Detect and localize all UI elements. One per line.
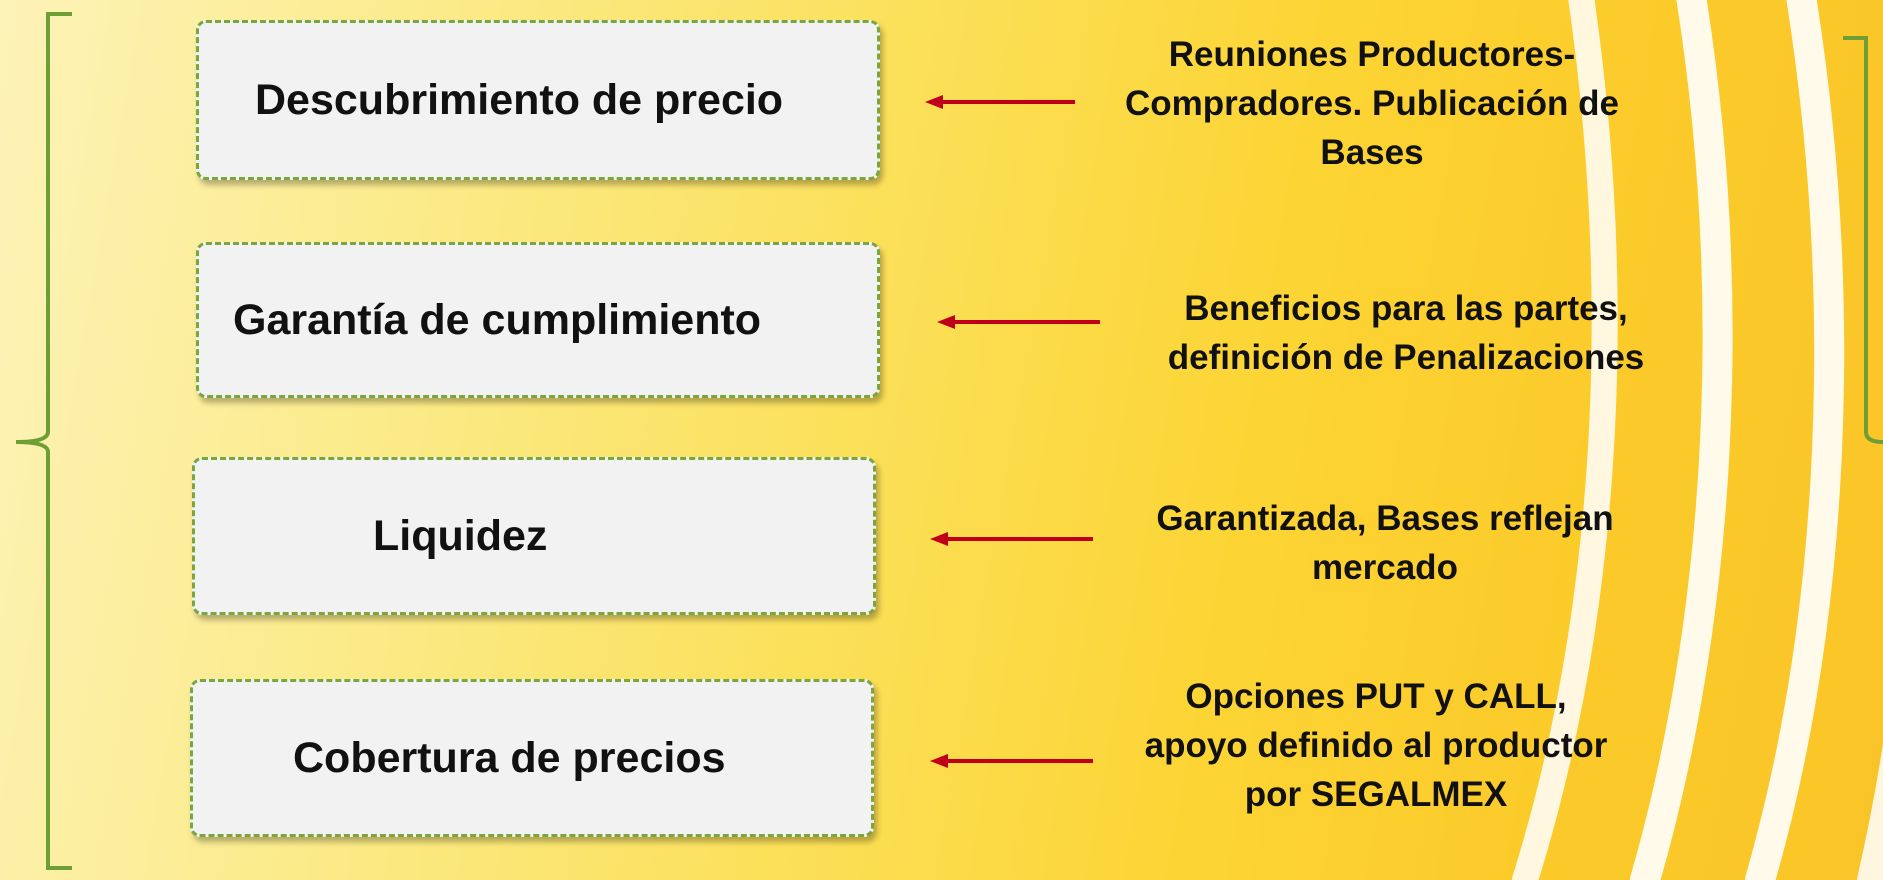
left-curly-bracket — [15, 12, 72, 870]
description-cobertura: Opciones PUT y CALL, apoyo definido al p… — [1144, 677, 1608, 814]
arrow-2 — [937, 315, 1100, 329]
box-label: Garantía de cumplimiento — [233, 295, 762, 344]
box-cobertura-de-precios: Cobertura de precios — [190, 679, 874, 837]
box-garantia-de-cumplimiento: Garantía de cumplimiento — [196, 242, 880, 398]
white-swoosh-stripes — [1512, 0, 1883, 880]
description-descubrimiento: Reuniones Productores- Compradores. Publ… — [1125, 35, 1619, 172]
right-curly-bracket — [1843, 36, 1883, 444]
box-liquidez: Liquidez — [192, 457, 876, 615]
description-liquidez: Garantizada, Bases reflejan mercado — [1156, 499, 1614, 587]
arrow-3 — [930, 532, 1093, 546]
box-label: Cobertura de precios — [293, 733, 726, 782]
description-garantia: Beneficios para las partes, definición d… — [1167, 289, 1645, 377]
arrow-1 — [925, 95, 1075, 109]
box-label: Liquidez — [373, 511, 548, 560]
box-descubrimiento-de-precio: Descubrimiento de precio — [196, 20, 880, 180]
box-label: Descubrimiento de precio — [255, 75, 784, 124]
arrow-4 — [930, 754, 1093, 768]
